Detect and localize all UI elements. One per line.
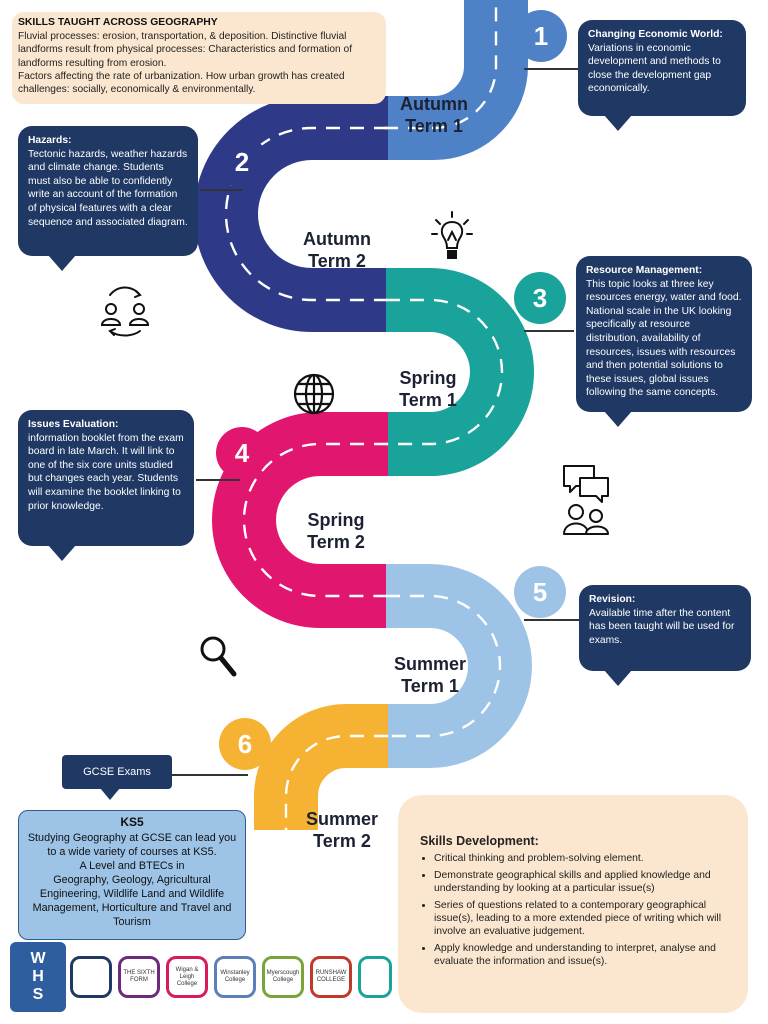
card-body: Available time after the content has bee… — [589, 607, 735, 646]
partner-logo: Myerscough College — [262, 956, 304, 998]
step-number-1: 1 — [515, 10, 567, 62]
term-number: Term 2 — [307, 532, 365, 552]
card-body: information booklet from the exam board … — [28, 432, 184, 512]
card-tail — [48, 255, 76, 271]
connector-line — [524, 330, 574, 332]
exchange-people-icon — [100, 286, 150, 337]
card-title: Issues Evaluation: — [28, 419, 119, 430]
term-number: Term 1 — [401, 676, 459, 696]
term-season: Spring — [307, 510, 365, 530]
ks5-line: Management, Horticulture and Travel and — [32, 902, 232, 914]
term-label-spring-2: Spring Term 2 — [276, 509, 396, 553]
partner-logo — [358, 956, 392, 998]
lightbulb-icon — [431, 211, 473, 259]
card-body: Tectonic hazards, weather hazards and cl… — [28, 148, 188, 228]
card-tail — [48, 545, 76, 561]
skills-development-list: Critical thinking and problem-solving el… — [420, 852, 734, 968]
skills-development-title: Skills Development: — [420, 834, 539, 848]
ks5-line: Engineering, Wildlife Land and Wildlife — [39, 888, 225, 900]
partner-logo — [70, 956, 112, 998]
ks5-line: to a wide variety of courses at KS5. — [47, 846, 217, 858]
term-season: Summer — [305, 809, 379, 829]
logo-letter: S — [32, 986, 44, 1003]
skills-development-item: Apply knowledge and understanding to int… — [434, 942, 734, 969]
term-label-summer-1: Summer Term 1 — [370, 653, 490, 697]
topic-card-changing-economic-world: Changing Economic World: Variations in e… — [578, 20, 746, 116]
logo-letter: H — [32, 968, 44, 985]
card-title: Hazards: — [28, 135, 72, 146]
ks5-line: Geography, Geology, Agricultural — [53, 874, 211, 886]
term-season: Summer — [393, 654, 467, 674]
skills-taught-line: Factors affecting the rate of urbanizati… — [18, 70, 345, 82]
ks5-line: Studying Geography at GCSE can lead you — [27, 832, 237, 844]
partner-logo: RUNSHAW COLLEGE — [310, 956, 352, 998]
card-title: Revision: — [589, 594, 636, 605]
partner-logo: Winstanley College — [214, 956, 256, 998]
topic-card-resource-management: Resource Management: This topic looks at… — [576, 256, 752, 412]
magnifier-icon — [200, 636, 237, 677]
skills-taught-line: Fluvial processes: erosion, transportati… — [18, 31, 347, 43]
card-tail — [604, 411, 632, 427]
globe-icon — [293, 373, 335, 415]
step-number-3: 3 — [514, 272, 566, 324]
gcse-exams-label: GCSE Exams — [62, 755, 172, 789]
topic-card-revision: Revision: Available time after the conte… — [579, 585, 751, 671]
connector-line — [524, 68, 580, 70]
discussion-icon — [563, 465, 609, 535]
skills-development-item: Series of questions related to a contemp… — [434, 899, 734, 939]
term-season: Spring — [399, 368, 457, 388]
term-number: Term 1 — [405, 116, 463, 136]
whs-logo: W H S — [10, 942, 66, 1012]
partner-logos-strip: W H S THE SIXTH FORM Wigan & Leigh Colle… — [10, 942, 392, 1014]
ks5-line: Tourism — [113, 916, 151, 928]
skills-development-box: Skills Development: Critical thinking an… — [398, 795, 748, 1013]
skills-taught-line: landforms resulting from erosion. — [18, 57, 167, 69]
step-number-5: 5 — [514, 566, 566, 618]
skills-taught-box: SKILLS TAUGHT ACROSS GEOGRAPHY Fluvial p… — [12, 12, 386, 104]
term-number: Term 1 — [399, 390, 457, 410]
topic-card-issues-evaluation: Issues Evaluation: information booklet f… — [18, 410, 194, 546]
connector-line — [524, 619, 580, 621]
skills-taught-title: SKILLS TAUGHT ACROSS GEOGRAPHY — [18, 17, 218, 28]
logo-letter: W — [30, 950, 46, 967]
ks5-line: A Level and BTECs in — [79, 860, 185, 872]
term-number: Term 2 — [308, 251, 366, 271]
term-season: Autumn — [303, 229, 371, 249]
term-season: Autumn — [400, 94, 468, 114]
ks5-title: KS5 — [120, 815, 144, 829]
term-label-autumn-2: Autumn Term 2 — [277, 228, 397, 272]
card-body: Variations in economic development and m… — [588, 42, 721, 95]
step-number-2: 2 — [216, 136, 268, 188]
partner-logo: THE SIXTH FORM — [118, 956, 160, 998]
term-label-spring-1: Spring Term 1 — [368, 367, 488, 411]
connector-line — [200, 189, 242, 191]
topic-card-hazards: Hazards: Tectonic hazards, weather hazar… — [18, 126, 198, 256]
connector-line — [172, 774, 248, 776]
card-tail — [100, 788, 120, 800]
card-title: Resource Management: — [586, 265, 703, 276]
term-number: Term 2 — [313, 831, 371, 851]
road-segment-autumn-2 — [194, 96, 388, 332]
ks5-box: KS5 Studying Geography at GCSE can lead … — [18, 810, 246, 940]
card-body: This topic looks at three key resources … — [586, 278, 742, 399]
term-label-summer-2: Summer Term 2 — [282, 808, 402, 852]
skills-development-item: Critical thinking and problem-solving el… — [434, 852, 734, 865]
step-number-4: 4 — [216, 427, 268, 479]
term-label-autumn-1: Autumn Term 1 — [374, 93, 494, 137]
step-number-6: 6 — [219, 718, 271, 770]
skills-taught-line: landforms result from physical processes… — [18, 44, 353, 56]
partner-logo: Wigan & Leigh College — [166, 956, 208, 998]
card-title: Changing Economic World: — [588, 29, 723, 40]
card-tail — [604, 115, 632, 131]
connector-line — [196, 479, 240, 481]
skills-development-item: Demonstrate geographical skills and appl… — [434, 869, 734, 896]
card-tail — [604, 670, 632, 686]
skills-taught-line: challenges: socially, economically & env… — [18, 84, 256, 96]
